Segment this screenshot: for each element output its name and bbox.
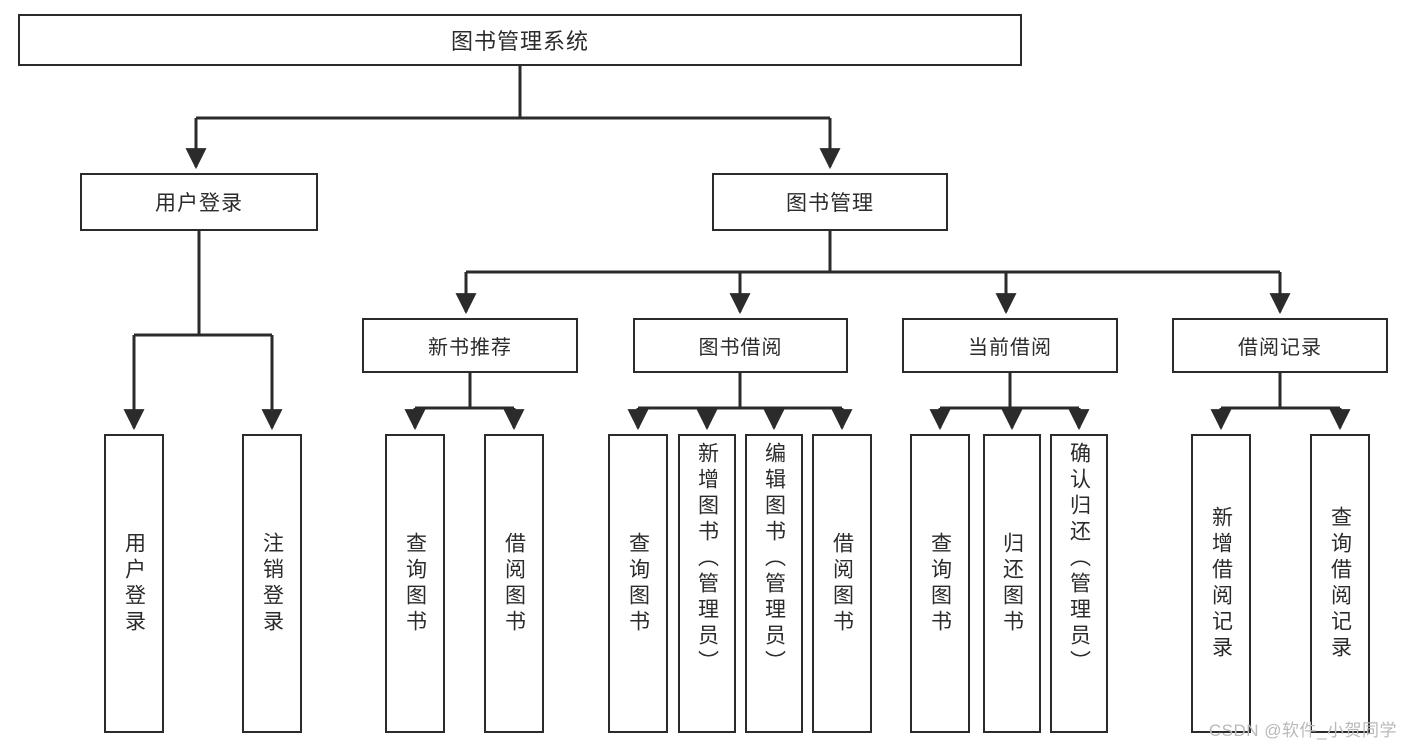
node-leaf-query-book-1[interactable]: 查询图书 — [385, 434, 445, 733]
leaf-inner: 注销登录 — [244, 436, 300, 731]
leaf-inner: 查询图书 — [387, 436, 443, 731]
node-root[interactable]: 图书管理系统 — [18, 14, 1022, 66]
leaf-inner: 确认归还（管理员） — [1052, 436, 1106, 731]
node-leaf-borrow-book-2[interactable]: 借阅图书 — [812, 434, 872, 733]
node-root-label: 图书管理系统 — [450, 29, 589, 54]
node-leaf-borrow-book-2-label: 借阅图书 — [830, 531, 854, 636]
node-leaf-add-book-label: 新增图书（管理员） — [695, 442, 719, 676]
node-book-borrow[interactable]: 图书借阅 — [633, 318, 848, 373]
node-leaf-query-book-1-label: 查询图书 — [403, 531, 427, 636]
node-new-book-recommend-label: 新书推荐 — [428, 337, 512, 359]
leaf-inner: 借阅图书 — [486, 436, 542, 731]
node-leaf-query-record[interactable]: 查询借阅记录 — [1310, 434, 1370, 733]
node-current-borrow[interactable]: 当前借阅 — [902, 318, 1118, 373]
leaf-inner: 编辑图书（管理员） — [747, 436, 801, 731]
node-leaf-logout[interactable]: 注销登录 — [242, 434, 302, 733]
node-book-manage[interactable]: 图书管理 — [712, 173, 948, 231]
node-leaf-user-login-label: 用户登录 — [122, 531, 146, 636]
node-user-login[interactable]: 用户登录 — [80, 173, 318, 231]
node-leaf-confirm-return-label: 确认归还（管理员） — [1067, 442, 1091, 676]
node-leaf-query-book-3[interactable]: 查询图书 — [910, 434, 970, 733]
node-leaf-return-book-label: 归还图书 — [1000, 531, 1024, 636]
node-leaf-edit-book[interactable]: 编辑图书（管理员） — [745, 434, 803, 733]
leaf-inner: 借阅图书 — [814, 436, 870, 731]
node-leaf-confirm-return[interactable]: 确认归还（管理员） — [1050, 434, 1108, 733]
node-leaf-add-record[interactable]: 新增借阅记录 — [1191, 434, 1251, 733]
node-user-login-label: 用户登录 — [155, 192, 243, 215]
node-book-manage-label: 图书管理 — [786, 192, 874, 215]
node-leaf-borrow-book-1-label: 借阅图书 — [502, 531, 526, 636]
node-borrow-record-label: 借阅记录 — [1238, 337, 1322, 359]
node-leaf-query-book-3-label: 查询图书 — [928, 531, 952, 636]
node-new-book-recommend[interactable]: 新书推荐 — [362, 318, 578, 373]
node-leaf-query-book-2-label: 查询图书 — [626, 531, 650, 636]
node-current-borrow-label: 当前借阅 — [968, 337, 1052, 359]
node-leaf-user-login[interactable]: 用户登录 — [104, 434, 164, 733]
node-leaf-add-book[interactable]: 新增图书（管理员） — [678, 434, 736, 733]
leaf-inner: 归还图书 — [985, 436, 1039, 731]
csdn-watermark: CSDN @软件_小贺同学 — [1208, 721, 1397, 740]
node-leaf-query-book-2[interactable]: 查询图书 — [608, 434, 668, 733]
node-leaf-return-book[interactable]: 归还图书 — [983, 434, 1041, 733]
leaf-inner: 新增借阅记录 — [1193, 436, 1249, 731]
node-leaf-logout-label: 注销登录 — [260, 531, 284, 636]
node-book-borrow-label: 图书借阅 — [698, 337, 783, 359]
node-leaf-edit-book-label: 编辑图书（管理员） — [762, 442, 786, 676]
leaf-inner: 新增图书（管理员） — [680, 436, 734, 731]
node-leaf-add-record-label: 新增借阅记录 — [1209, 505, 1233, 662]
leaf-inner: 查询图书 — [610, 436, 666, 731]
leaf-inner: 用户登录 — [106, 436, 162, 731]
leaf-inner: 查询图书 — [912, 436, 968, 731]
node-borrow-record[interactable]: 借阅记录 — [1172, 318, 1388, 373]
leaf-inner: 查询借阅记录 — [1312, 436, 1368, 731]
node-leaf-query-record-label: 查询借阅记录 — [1328, 505, 1352, 662]
node-leaf-borrow-book-1[interactable]: 借阅图书 — [484, 434, 544, 733]
